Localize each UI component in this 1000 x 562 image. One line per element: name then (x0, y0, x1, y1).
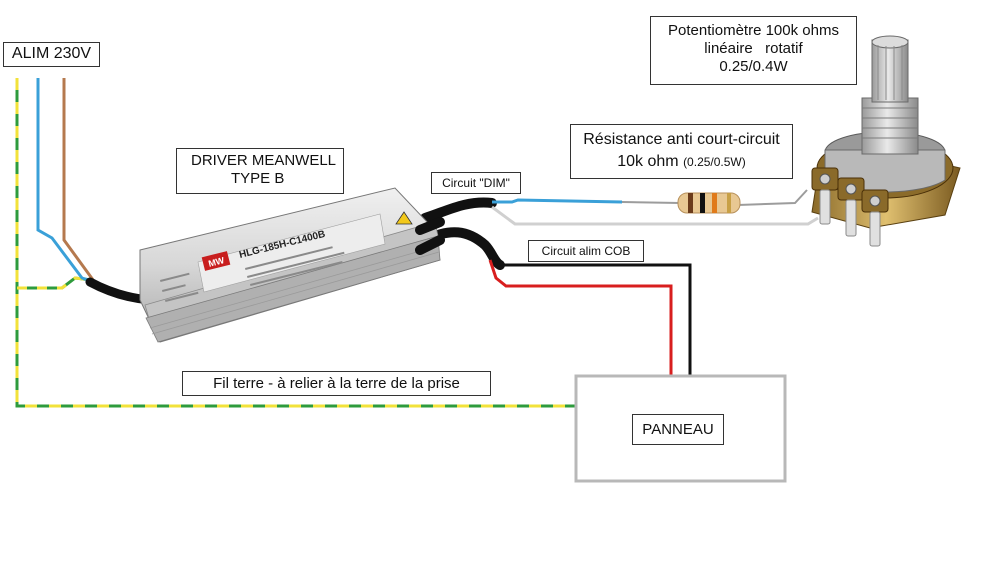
driver-label-line: DRIVER MEANWELL (191, 152, 337, 169)
meanwell-logo: MW (201, 251, 231, 271)
driver-label: DRIVER MEANWELL TYPE B (176, 148, 344, 194)
neutral-wire (36, 78, 96, 284)
resistor-title: Résistance anti court-circuit (583, 131, 780, 148)
potentiometer-label: Potentiomètre 100k ohms linéaire rotatif… (650, 16, 857, 85)
live-wire (62, 78, 98, 285)
dim-wires (420, 189, 819, 226)
driver-brand: MW (207, 255, 225, 269)
potentiometer-label-line: Potentiomètre 100k ohms (668, 22, 839, 39)
earth-wire-label: Fil terre - à relier à la terre de la pr… (182, 371, 491, 396)
resistor-label: Résistance anti court-circuit 10k ohm (0… (570, 124, 793, 179)
warning-icon (395, 211, 413, 225)
potentiometer (811, 35, 961, 247)
cob-circuit-label: Circuit alim COB (528, 240, 644, 262)
panel-label: PANNEAU (632, 414, 724, 445)
resistor (621, 192, 741, 214)
potentiometer-label-line: linéaire rotatif (704, 40, 803, 57)
resistor-power: (0.25/0.5W) (683, 155, 746, 170)
alim-230v-label: ALIM 230V (3, 42, 100, 67)
cob-wires (420, 227, 692, 376)
resistor-value: 10k ohm (617, 153, 679, 171)
potentiometer-label-line: 0.25/0.4W (719, 58, 788, 75)
driver-device: MW HLG-185H-C1400B (139, 187, 445, 343)
driver-label-line: TYPE B (231, 170, 285, 187)
dim-circuit-label: Circuit "DIM" (431, 172, 521, 194)
